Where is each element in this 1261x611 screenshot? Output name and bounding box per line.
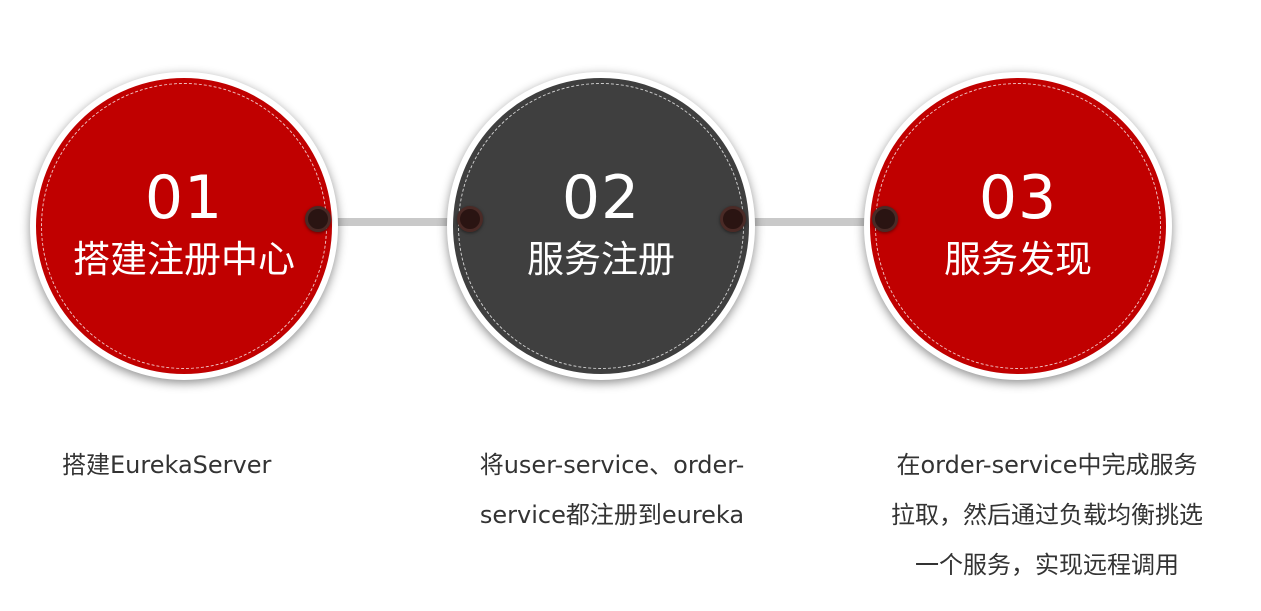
connector-dot-3-left	[872, 206, 898, 232]
step-2-title: 服务注册	[527, 238, 675, 281]
connector-dot-2-right	[720, 206, 746, 232]
step-1-title: 搭建注册中心	[73, 238, 295, 281]
step-3-number: 03	[978, 163, 1058, 233]
connector-2-3	[733, 218, 885, 226]
connector-1-2	[318, 218, 470, 226]
step-2-description-line: service都注册到eureka	[479, 501, 745, 529]
step-1-description: 搭建EurekaServer	[62, 440, 271, 490]
step-3-description-line: 在order-service中完成服务	[896, 451, 1198, 479]
step-3-description-line: 一个服务，实现远程调用	[915, 551, 1179, 579]
step-2-description: 将user-service、order- service都注册到eureka	[447, 440, 777, 540]
step-3-title: 服务发现	[944, 238, 1092, 281]
step-2-circle: 02 服务注册	[447, 72, 755, 380]
connector-dot-2-left	[457, 206, 483, 232]
step-3-description-line: 拉取，然后通过负载均衡挑选	[891, 501, 1203, 529]
step-2-description-line: 将user-service、order-	[479, 451, 745, 479]
step-3-circle: 03 服务发现	[864, 72, 1172, 380]
connector-dot-1-right	[305, 206, 331, 232]
step-1-number: 01	[144, 163, 224, 233]
step-1-description-line: 搭建EurekaServer	[62, 451, 272, 479]
step-3-description: 在order-service中完成服务 拉取，然后通过负载均衡挑选 一个服务，实…	[858, 440, 1236, 590]
step-2-number: 02	[561, 163, 641, 233]
step-1-circle: 01 搭建注册中心	[30, 72, 338, 380]
